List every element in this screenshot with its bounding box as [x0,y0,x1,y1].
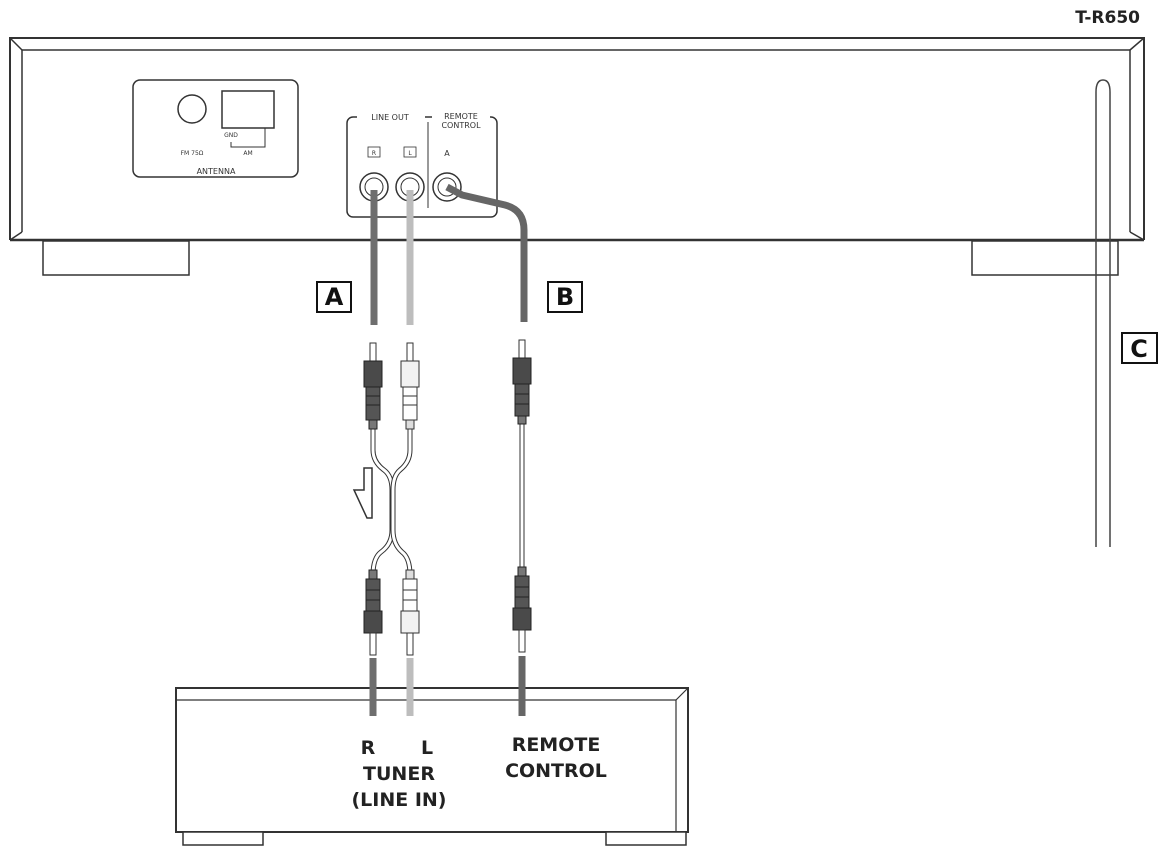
remote-control-title-1: REMOTE [444,112,478,121]
am-antenna-terminal [221,90,275,129]
antenna-title: ANTENNA [197,167,236,176]
tuner-body-outline [9,37,1145,240]
tuner-unit [9,37,1145,276]
callout-b: B [547,281,583,313]
amp-foot-left [182,831,264,846]
model-name: T-R650 [1075,8,1140,28]
amplifier-unit: R L TUNER (LINE IN) REMOTE CONTROL [175,656,689,846]
direction-arrow-icon [352,467,373,519]
callout-c-label: C [1130,335,1148,363]
amp-r-label: R [361,737,376,759]
plug-l-upper [400,342,420,430]
line-out-r-label: R [372,150,376,157]
amp-tuner-label: TUNER [363,763,435,785]
tuner-foot-left [42,240,190,276]
antenna-panel: FM 75Ω GND AM ANTENNA [132,79,299,178]
callout-a: A [316,281,352,313]
callout-c: C [1121,332,1158,364]
callout-a-label: A [325,283,344,311]
amp-line-in-label: (LINE IN) [351,789,446,811]
amp-l-label: L [421,737,433,759]
antenna-wire [1095,79,1111,547]
remote-control-cable [512,339,532,653]
fm-antenna-jack [177,94,207,124]
cable-remote-upper [445,183,528,322]
fm-label: FM 75Ω [181,150,204,157]
tuner-foot-right [971,240,1119,276]
plug-remote-upper [512,339,532,425]
plug-r-upper [363,342,383,430]
amp-foot-right [605,831,687,846]
plug-r-lower [363,569,383,656]
am-label: AM [243,150,252,157]
am-bracket [230,128,266,148]
plug-l-lower [400,569,420,656]
amp-remote-label-2: CONTROL [505,760,607,782]
remote-a-label: A [444,149,450,158]
rca-stereo-cable [352,342,420,656]
gnd-label: GND [224,132,238,139]
line-out-title: LINE OUT [371,113,409,122]
amplifier-body [175,687,689,833]
callout-b-label: B [556,283,574,311]
remote-control-title-2: CONTROL [441,121,481,130]
output-panel-frame [346,116,498,218]
amp-remote-label-1: REMOTE [512,734,601,756]
line-out-l-label: L [408,150,412,157]
plug-remote-lower [512,566,532,653]
